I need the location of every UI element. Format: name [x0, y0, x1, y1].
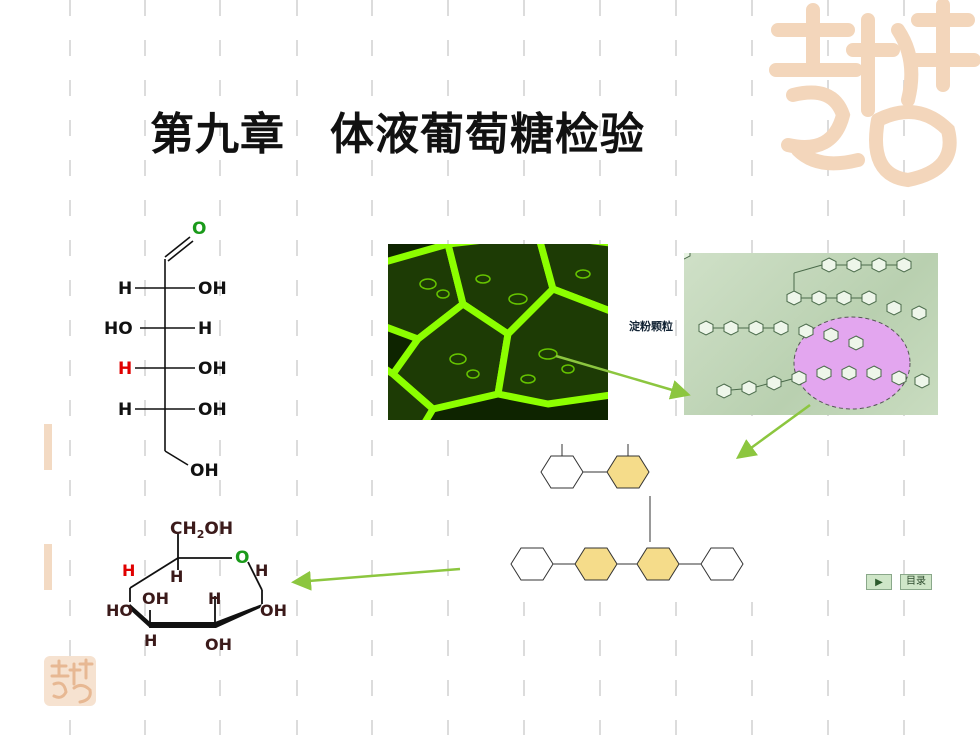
haworth-h-red: H: [122, 561, 135, 580]
plant-cell-micrograph: [388, 244, 608, 420]
decorative-seal-strip: [44, 544, 52, 590]
haworth-oh-1: OH: [142, 589, 169, 608]
haworth-h-3: H: [208, 589, 221, 608]
decorative-seal-top-right: [769, 0, 980, 188]
arrow-chain-to-glucose: [291, 567, 461, 591]
fischer-left-4: H: [118, 400, 132, 420]
fischer-bottom-oh: OH: [190, 461, 219, 481]
haworth-oh-3: OH: [205, 635, 232, 654]
haworth-h-4: H: [144, 631, 157, 650]
fischer-right-3: OH: [198, 359, 227, 379]
starch-granule-label: 淀粉颗粒: [629, 320, 673, 333]
starch-chain-top: [698, 257, 930, 399]
decorative-seal-bottom-left: [44, 656, 96, 706]
haworth-oh-2: OH: [260, 601, 287, 620]
glucose-fischer-projection: O H OH HO H H OH H OH OH: [104, 219, 227, 481]
fischer-right-1: OH: [198, 279, 227, 299]
page-title: 第九章 体液葡萄糖检验: [150, 109, 645, 160]
haworth-ho: HO: [106, 601, 133, 620]
haworth-ch2oh: CH2OH: [170, 519, 233, 541]
haworth-h-1: H: [170, 567, 183, 586]
starch-hexagon-chains: [684, 253, 930, 410]
arrow-starch-to-chain: [735, 403, 811, 459]
fischer-left-2: HO: [104, 319, 133, 339]
micrograph-cell-walls: [388, 244, 608, 420]
haworth-ring-oxygen: O: [235, 548, 249, 568]
fischer-aldehyde-oxygen: O: [192, 219, 206, 239]
haworth-h-2: H: [255, 561, 268, 580]
glucose-chain-formula: [510, 444, 744, 581]
arrow-micrograph-to-starch: [555, 354, 691, 400]
decorative-seal-strip: [44, 424, 52, 470]
table-of-contents-button[interactable]: 目录: [900, 574, 932, 590]
glucose-haworth-projection: CH2OH O H H H OH H HO OH H OH: [106, 519, 287, 654]
amylopectin-structure-diagram: [505, 430, 763, 602]
fischer-left-1: H: [118, 279, 132, 299]
fischer-right-2: H: [198, 319, 212, 339]
fischer-right-4: OH: [198, 400, 227, 420]
starch-molecule-illustration: [684, 253, 938, 415]
fischer-left-3-highlight: H: [118, 359, 132, 379]
play-button[interactable]: ▶: [866, 574, 892, 590]
